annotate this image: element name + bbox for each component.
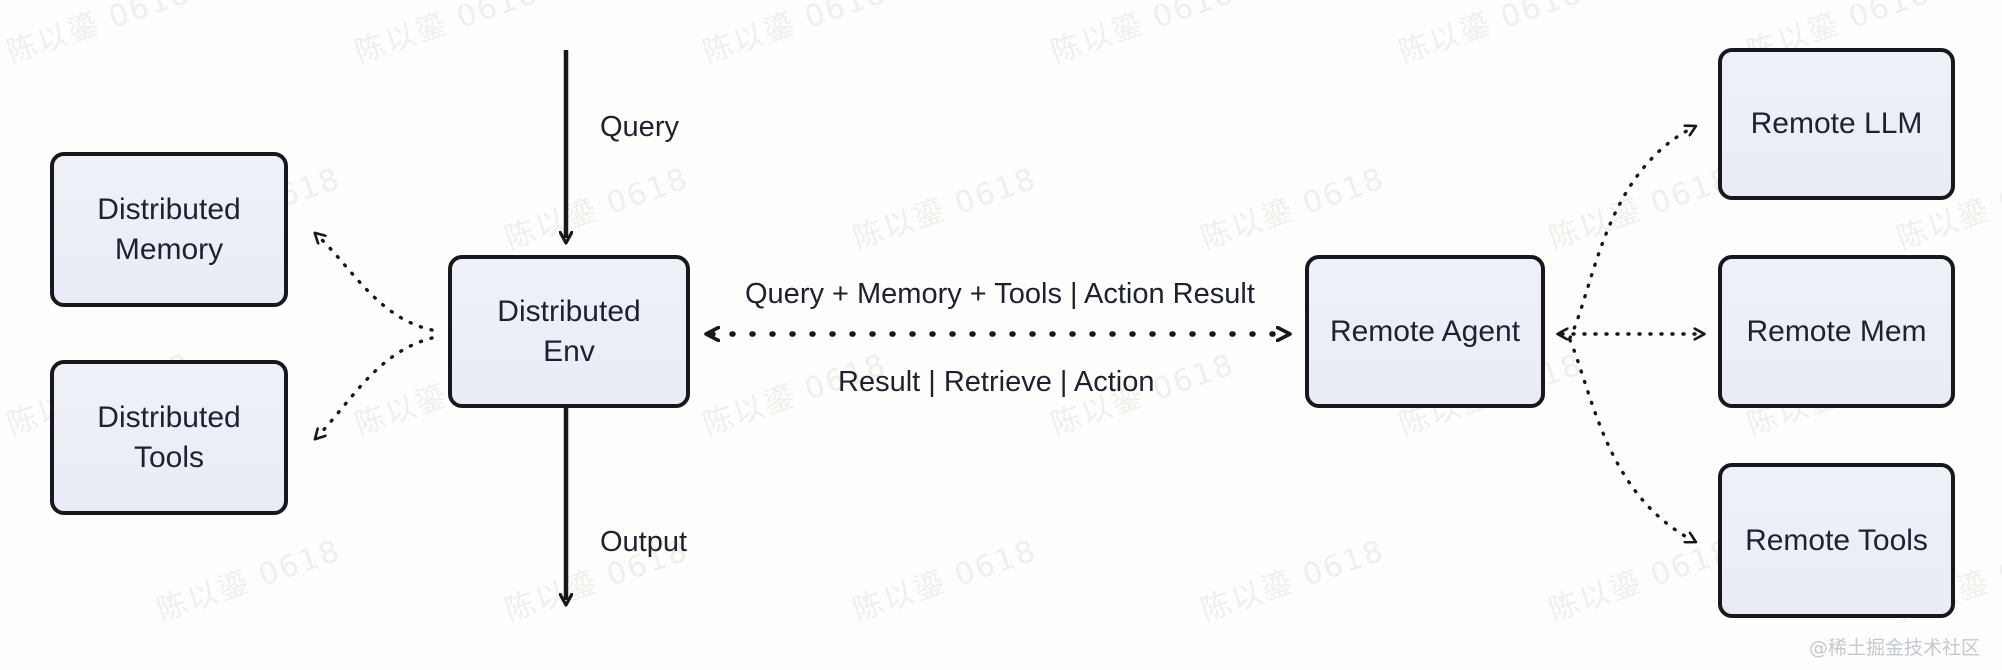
node-label-line2: Memory	[114, 232, 224, 266]
node-label-line1: Remote Tools	[1745, 523, 1928, 557]
edge-label-backward: Result | Retrieve | Action	[838, 366, 1155, 398]
node-distributed-env[interactable]: Distributed Env	[448, 255, 690, 408]
edge-label-output: Output	[600, 526, 688, 558]
node-label-line1: Distributed	[97, 400, 241, 434]
edge-env-memory	[318, 236, 434, 332]
node-label-line2: Tools	[133, 440, 205, 474]
edge-label-forward: Query + Memory + Tools | Action Result	[745, 278, 1255, 310]
node-label-line1: Remote Agent	[1329, 314, 1521, 348]
node-remote-tools[interactable]: Remote Tools	[1718, 463, 1955, 618]
node-distributed-env-label: Distributed Env	[452, 292, 686, 371]
attribution-text: @稀土掘金技术社区	[1808, 637, 1980, 659]
node-remote-mem[interactable]: Remote Mem	[1718, 255, 1955, 408]
edge-env-tools	[318, 336, 434, 436]
node-remote-agent[interactable]: Remote Agent	[1305, 255, 1545, 408]
node-remote-llm[interactable]: Remote LLM	[1718, 48, 1955, 200]
node-remote-llm-label: Remote LLM	[1735, 104, 1939, 144]
node-remote-mem-label: Remote Mem	[1730, 312, 1942, 352]
node-label-line1: Remote LLM	[1750, 107, 1923, 141]
edge-agent-llm	[1568, 128, 1692, 340]
node-remote-agent-label: Remote Agent	[1314, 312, 1536, 352]
edge-agent-tools	[1568, 338, 1692, 540]
node-label-line1: Remote Mem	[1746, 314, 1927, 348]
node-label-line1: Distributed	[97, 192, 241, 226]
node-remote-tools-label: Remote Tools	[1729, 521, 1944, 561]
node-label-line1: Distributed Env	[497, 294, 641, 368]
edge-label-query: Query	[600, 111, 679, 143]
